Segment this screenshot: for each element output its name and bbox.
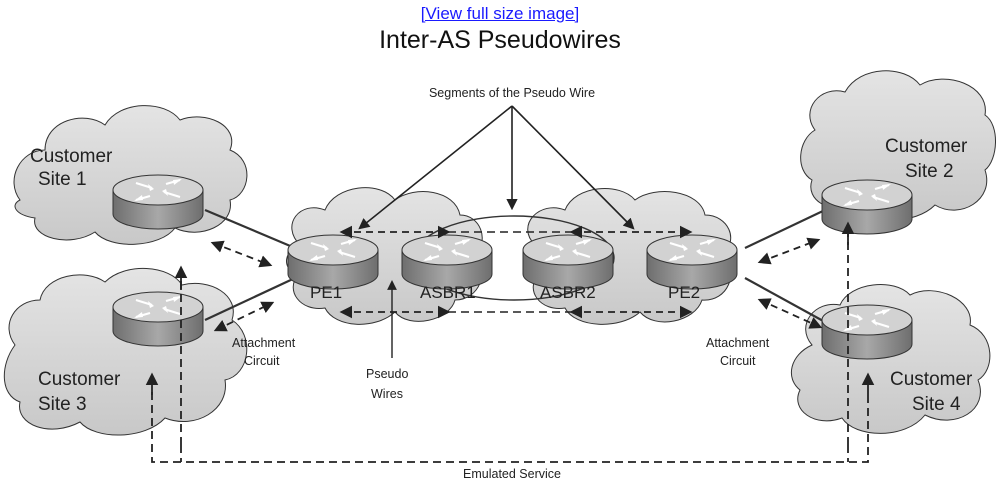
pseudowire-arrows	[210, 225, 823, 332]
router-icon	[820, 178, 914, 236]
site2-label-line2: Site 2	[905, 161, 954, 182]
attachment-circuit-left-line2: Circuit	[244, 354, 280, 368]
router-icon	[111, 173, 205, 231]
view-full-size-link[interactable]: [View full size image]	[420, 4, 580, 23]
site3-label-line1: Customer	[38, 369, 121, 390]
emulated-service-path	[151, 226, 869, 463]
attachment-circuit-right-line1: Attachment	[706, 336, 770, 350]
diagram-title: Inter-AS Pseudowires	[379, 26, 621, 54]
segment-arrows	[358, 105, 635, 230]
attachment-circuit-left-line1: Attachment	[232, 336, 296, 350]
asbr1-label: ASBR1	[420, 283, 476, 302]
site2-label-line1: Customer	[885, 136, 968, 157]
attachment-circuit-right-line2: Circuit	[720, 354, 756, 368]
asbr2-label: ASBR2	[540, 283, 596, 302]
emulated-service-arrows	[145, 221, 875, 395]
router-icon	[521, 233, 615, 291]
site3-label-line2: Site 3	[38, 394, 87, 415]
segments-label: Segments of the Pseudo Wire	[429, 86, 595, 100]
router-icon	[820, 303, 914, 361]
site1-label-line2: Site 1	[38, 169, 87, 190]
site1-label-line1: Customer	[30, 146, 113, 167]
router-icon	[400, 233, 494, 291]
site4-label-line1: Customer	[890, 369, 973, 390]
pe1-label: PE1	[310, 283, 342, 302]
router-icon	[645, 233, 739, 291]
pseudo-wires-label-line2: Wires	[371, 387, 403, 401]
pe2-label: PE2	[668, 283, 700, 302]
router-icon	[286, 233, 380, 291]
site4-label-line2: Site 4	[912, 394, 961, 415]
emulated-service-label: Emulated Service	[463, 467, 561, 481]
pseudowire-dashed-line	[448, 231, 572, 313]
pseudo-wires-label-line1: Pseudo	[366, 367, 408, 381]
router-icon	[111, 290, 205, 348]
